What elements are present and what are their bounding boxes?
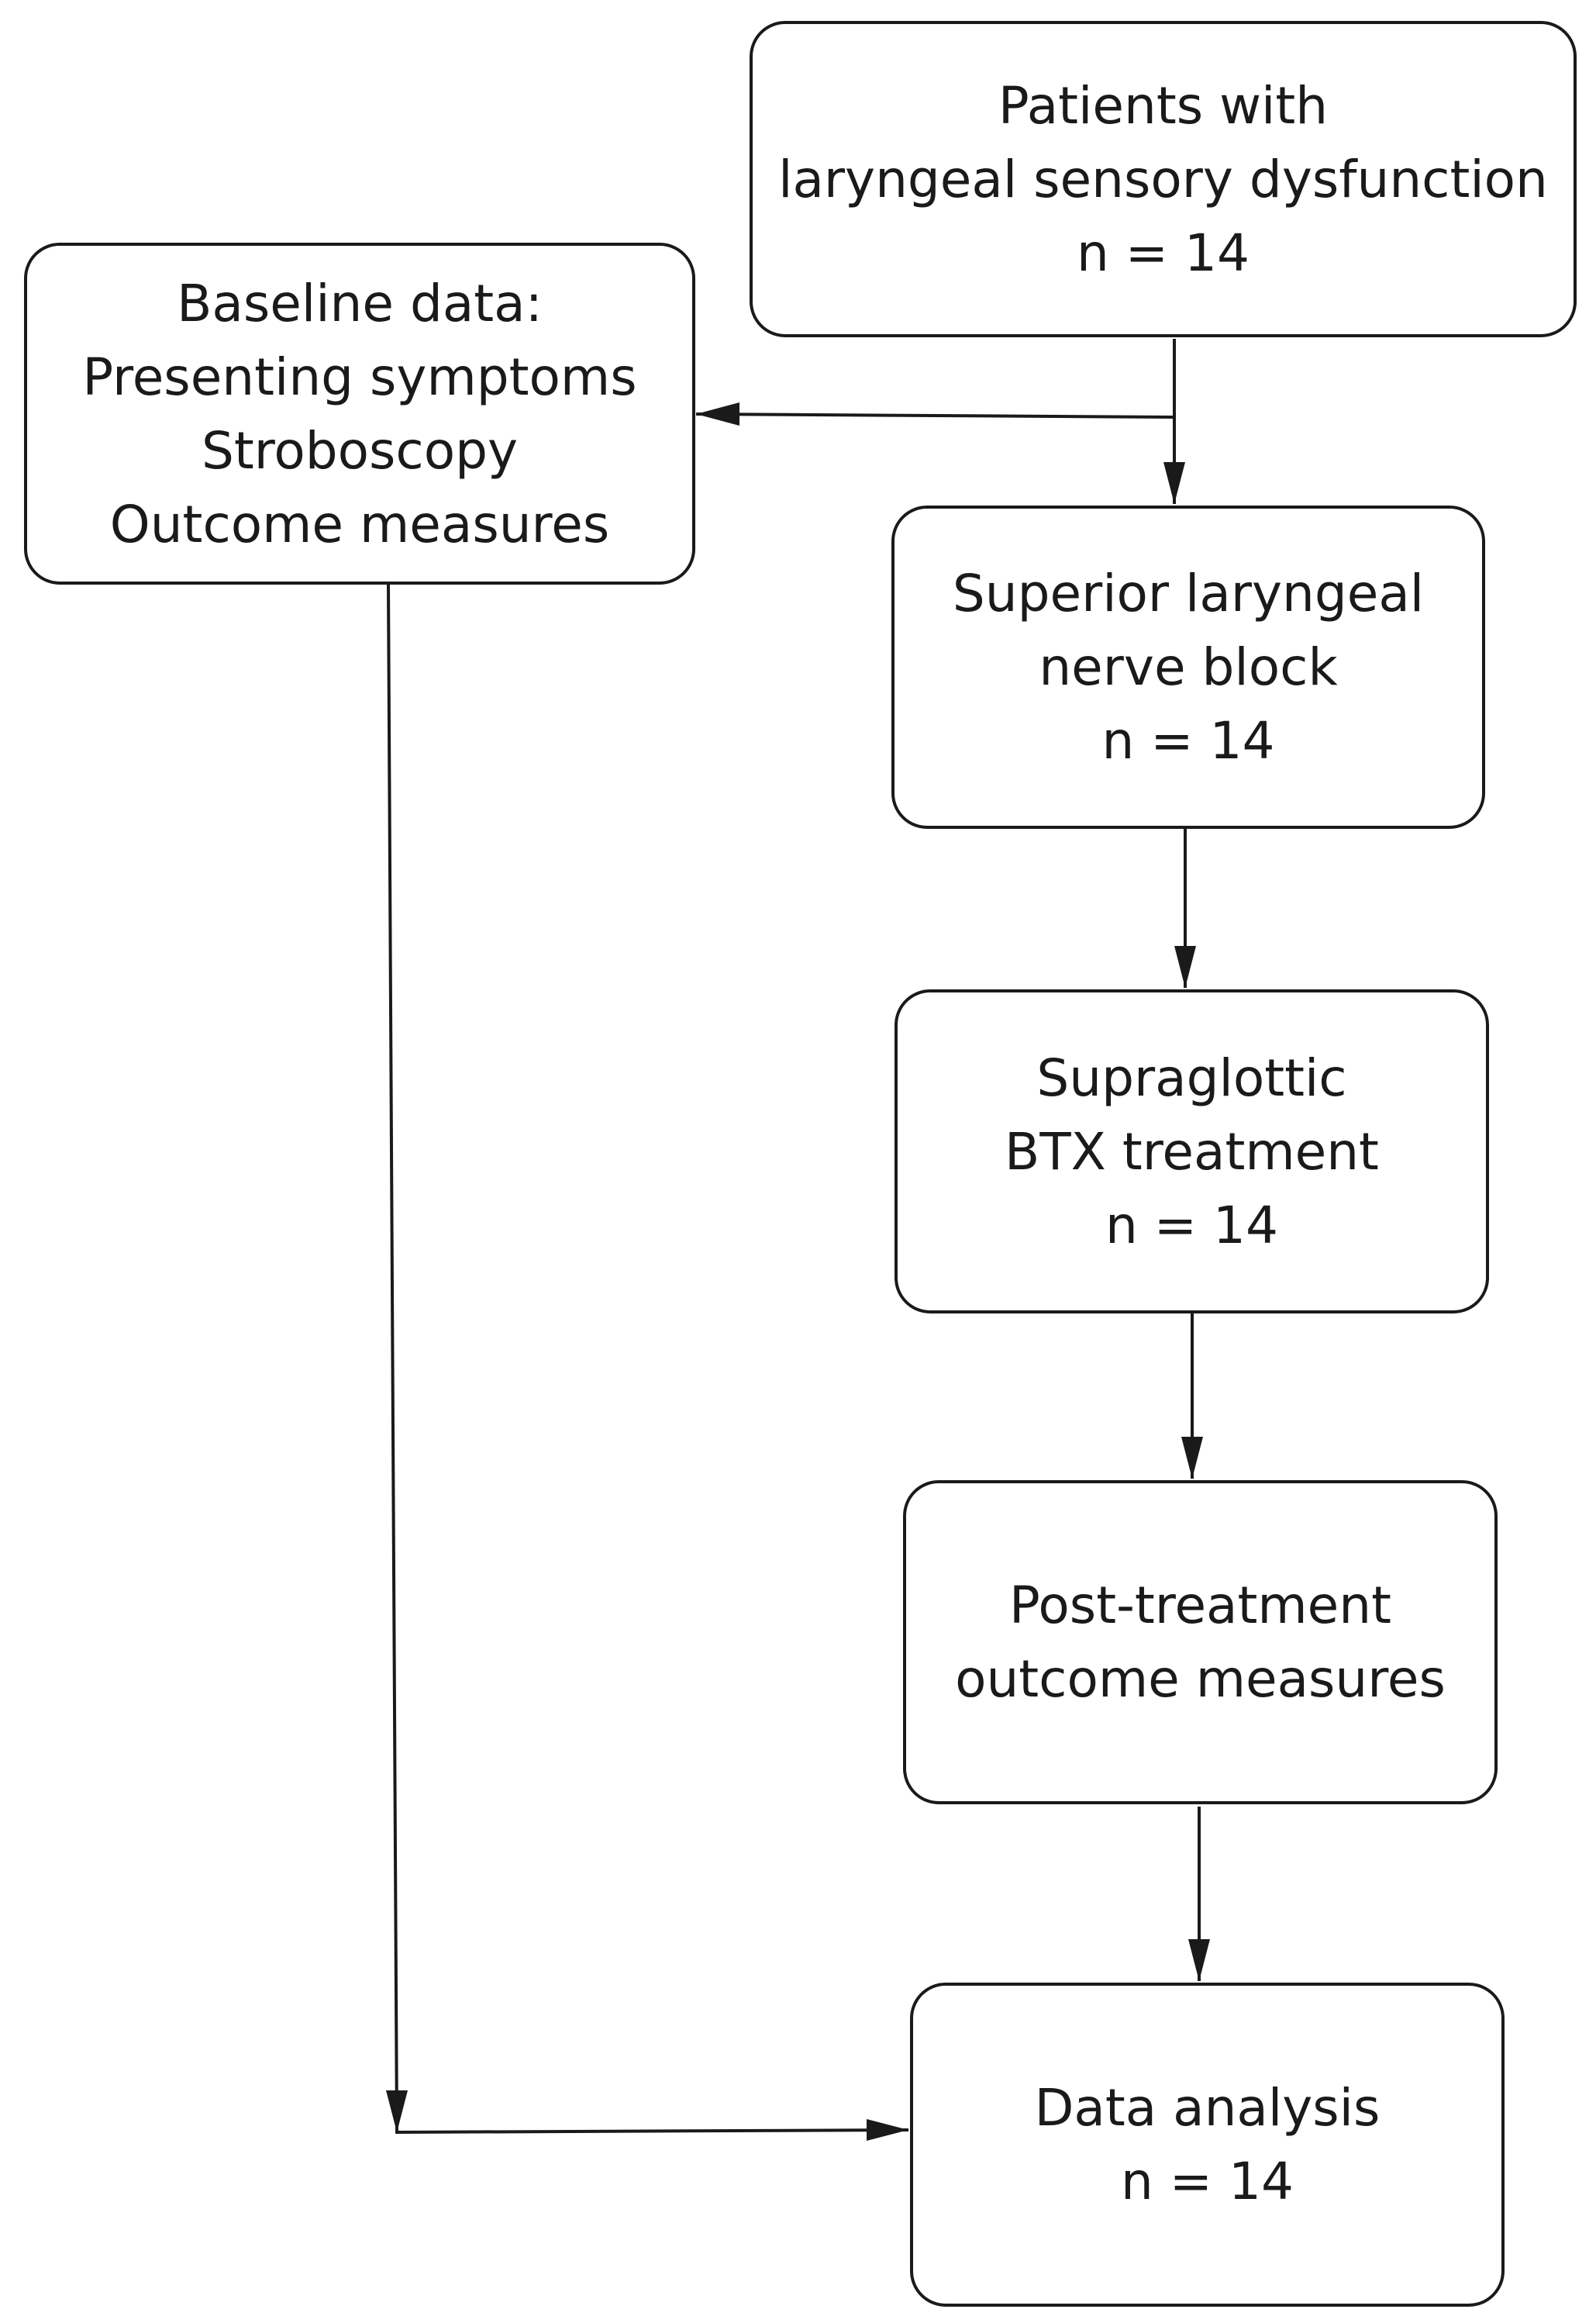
btx-count: n = 14 [1105,1195,1279,1255]
post-line-1: Post-treatment [1008,1576,1391,1635]
baseline-line-4: Outcome measures [109,494,610,554]
btx-line-2: BTX treatment [1005,1121,1379,1182]
post-treatment-box: Post-treatment outcome measures [903,1480,1498,1804]
nerve-block-box: Superior laryngeal nerve block n = 14 [891,506,1485,829]
arrowhead-post [1181,1437,1203,1479]
slnb-line-1: Superior laryngeal [952,564,1425,623]
post-line-2: outcome measures [955,1649,1446,1709]
baseline-line-2: Presenting symptoms [82,347,637,407]
arrowhead-analysis-left [867,2119,908,2141]
analysis-line-1: Data analysis [1034,2078,1381,2138]
data-analysis-box: Data analysis n = 14 [910,1983,1505,2307]
btx-line-1: Supraglottic [1036,1048,1347,1108]
btx-treatment-box: Supraglottic BTX treatment n = 14 [895,989,1489,1313]
baseline-line-1: Baseline data: [177,273,543,333]
patients-count: n = 14 [1076,223,1250,283]
arrowhead-analysis-top [1188,1939,1210,1981]
arrow-baseline-to-analysis [387,584,909,2135]
patients-box: Patients with laryngeal sensory dysfunct… [750,21,1577,337]
slnb-count: n = 14 [1101,711,1275,771]
arrowhead-slnb [1163,462,1185,504]
analysis-count: n = 14 [1120,2152,1294,2211]
arrow-patients-to-baseline [695,412,1175,419]
baseline-line-3: Stroboscopy [201,420,519,481]
baseline-data-box: Baseline data: Presenting symptoms Strob… [24,243,695,585]
patients-line-1: Patients with [998,75,1329,136]
arrowhead-baseline [696,402,739,426]
arrowhead-baseline-down [386,2090,408,2132]
patients-line-2: laryngeal sensory dysfunction [778,149,1548,209]
slnb-line-2: nerve block [1039,637,1338,697]
arrowhead-btx [1174,946,1196,988]
